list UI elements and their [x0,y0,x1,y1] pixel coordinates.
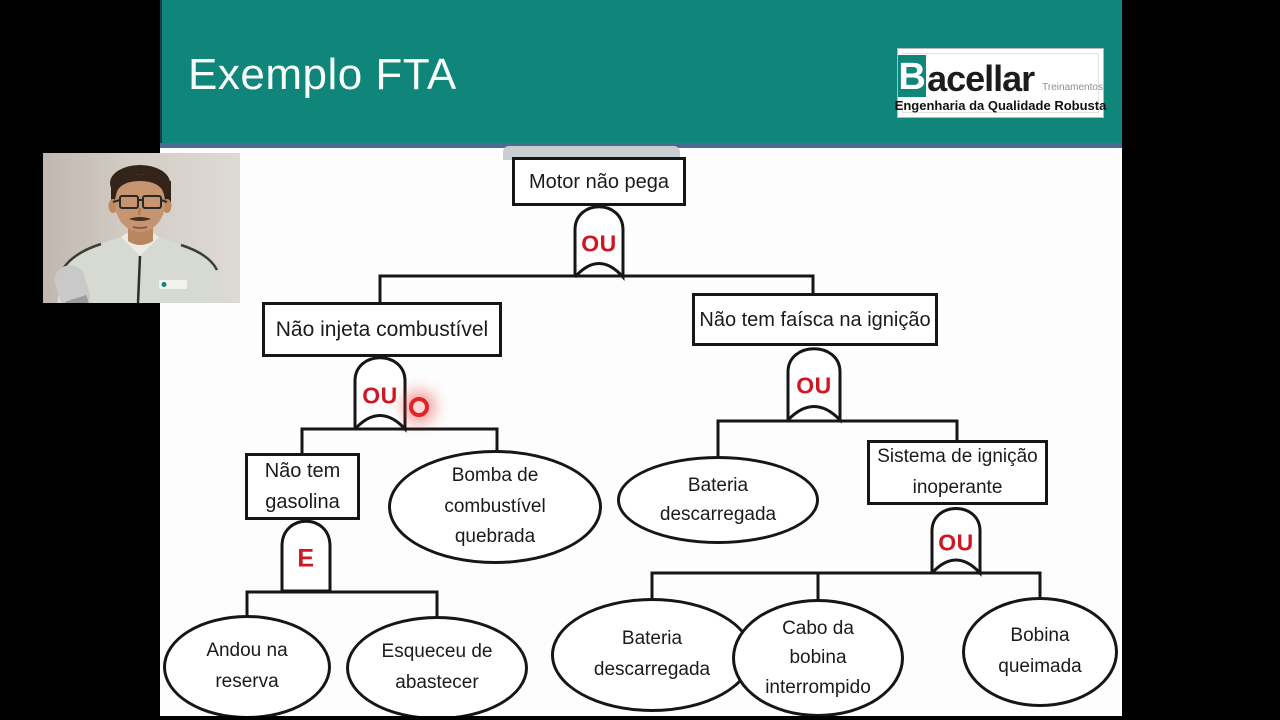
logo-subbrand-text: Treinamentos [1042,82,1103,93]
node-cabo-bobina-interrompido: Cabo da bobina interrompido [732,599,904,716]
node-nao-injeta-combustivel: Não injeta combustível [262,302,502,357]
node-motor-nao-pega: Motor não pega [512,157,686,206]
logo-b-mark: B [898,55,927,98]
logo-tagline: Engenharia da Qualidade Robusta [894,98,1107,113]
node-bomba-combustivel-quebrada: Bomba de combustível quebrada [388,450,602,564]
logo-brand-text: acellar [927,58,1035,99]
or-gate-label-left: OU [362,382,398,409]
top-node-tab [503,146,680,160]
or-gate-label-right: OU [796,372,832,399]
node-bobina-queimada: Bobina queimada [962,597,1118,707]
node-sistema-ignicao-inoperante: Sistema de ignição inoperante [867,440,1048,505]
presenter-illustration [43,153,240,303]
node-nao-tem-faisca: Não tem faísca na ignição [692,293,938,346]
and-gate-label: E [297,544,315,573]
header-underline [160,143,1122,148]
laser-pointer-dot [409,397,429,417]
node-bateria-descarregada-2: Bateria descarregada [551,598,753,712]
node-nao-tem-gasolina: Não tem gasolina [245,453,360,520]
webcam-overlay [43,153,240,303]
or-gate-label-sistema: OU [938,529,974,556]
node-esqueceu-de-abastecer: Esqueceu de abastecer [346,616,528,716]
node-andou-na-reserva: Andou na reserva [163,615,331,716]
slide-title: Exemplo FTA [188,50,457,99]
or-gate-label-top: OU [581,230,617,257]
node-bateria-descarregada-1: Bateria descarregada [617,456,819,544]
